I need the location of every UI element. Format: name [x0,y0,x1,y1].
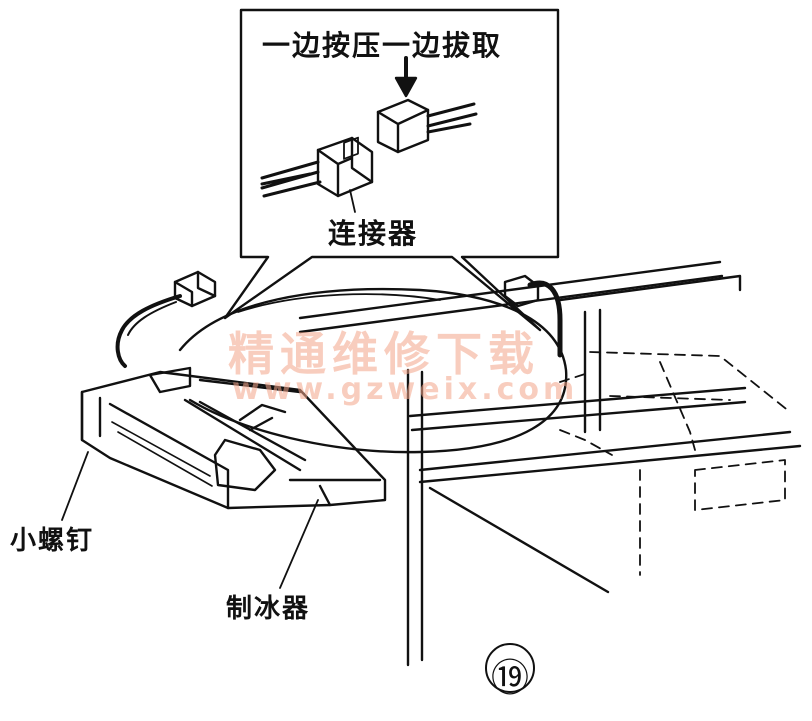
small-screw-label: 小螺钉 [10,526,95,556]
step-number-label: ⑲ [490,656,529,700]
freezer-compartment [298,260,802,667]
connector-detail [260,56,478,213]
connector-label: 连接器 [328,217,419,250]
instruction-label: 一边按压一边拔取 [262,29,503,62]
tray-outline [178,287,568,454]
ice-maker-body [80,366,387,510]
callout-box [223,8,560,332]
step-number-circle [485,643,535,693]
watermark-url: www.gzweix.com [232,372,579,407]
leader-lines [61,451,319,589]
wire-harness-left [115,270,217,368]
wire-harness-right [503,274,563,358]
watermark-cn: 精通维修下载 [228,327,540,381]
ice-maker-label: 制冰器 [226,594,311,624]
hidden-lines [559,351,791,576]
